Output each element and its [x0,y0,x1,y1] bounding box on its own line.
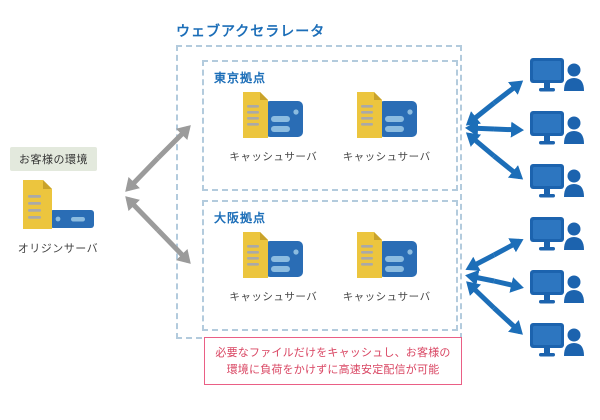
cache-server-label: キャッシュサーバ [342,291,431,303]
monitor-user-icon [530,111,584,145]
accelerator-to-clients-arrows [465,80,524,335]
cache-server-icon [243,232,304,278]
cache-server: キャッシュサーバ [343,91,431,164]
cache-server-icon [243,92,304,138]
tokyo-servers-row: キャッシュサーバ キャッシュサーバ [204,91,456,164]
monitor-user-icon [530,58,584,92]
cache-server-icon [356,232,417,278]
cache-server-label: キャッシュサーバ [342,151,431,163]
site-box-osaka: 大阪拠点 キャッシュサーバ [202,200,458,331]
clients-column [530,58,584,363]
monitor-user-icon [530,164,584,198]
diagram-title: ウェブアクセラレータ [176,24,326,40]
cache-server-label: キャッシュサーバ [229,151,318,163]
site-box-tokyo: 東京拠点 キャッシュサーバ [202,60,458,191]
note-line-2: 環境に負荷をかけずに高速安定配信が可能 [226,363,440,377]
monitor-user-icon [530,217,584,251]
site-title-tokyo: 東京拠点 [214,71,267,85]
cache-server-label: キャッシュサーバ [229,291,318,303]
monitor-user-icon [530,323,584,357]
origin-server: オリジンサーバ [10,178,106,256]
origin-server-label: オリジンサーバ [17,242,99,255]
site-title-osaka: 大阪拠点 [214,211,267,225]
cache-server: キャッシュサーバ [343,231,431,304]
cache-server: キャッシュサーバ [229,91,317,164]
note-line-1: 必要なファイルだけをキャッシュし、お客様の [215,346,451,359]
customer-env-label: お客様の環境 [10,147,97,171]
note-box: 必要なファイルだけをキャッシュし、お客様の 環境に負荷をかけずに高速安定配信が可… [204,337,462,386]
origin-server-icon [23,180,94,229]
cache-server-icon [356,92,417,138]
monitor-user-icon [530,270,584,304]
cache-server: キャッシュサーバ [229,231,317,304]
osaka-servers-row: キャッシュサーバ キャッシュサーバ [204,231,456,304]
accelerator-box: 東京拠点 キャッシュサーバ [176,45,462,339]
